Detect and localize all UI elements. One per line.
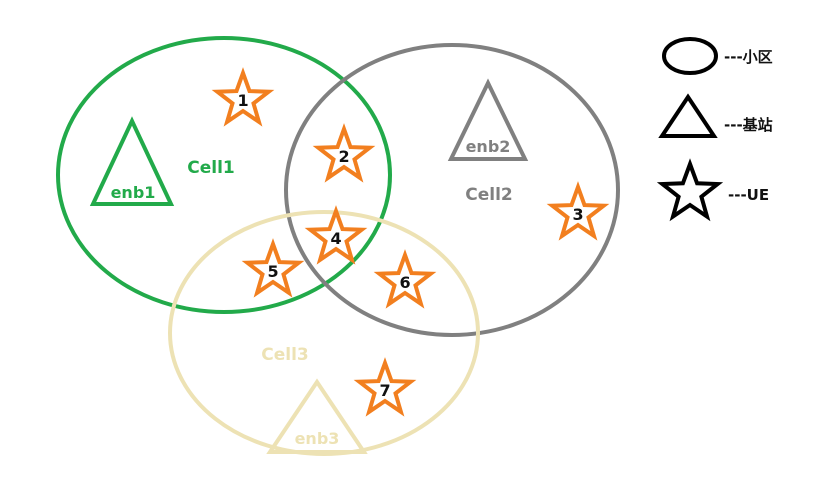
star-icon — [546, 181, 610, 241]
ue-6-star: 6 — [373, 249, 437, 309]
legend-ue-label: ---UE — [728, 186, 769, 204]
cell2-coverage-ellipse — [284, 43, 620, 337]
ue-4-label: 4 — [330, 229, 341, 248]
ue-3-star: 3 — [546, 181, 610, 241]
cell3-label: Cell3 — [261, 345, 309, 365]
ue-5-star: 5 — [241, 238, 305, 298]
cell2-label: Cell2 — [465, 185, 513, 205]
ue-1-label: 1 — [237, 91, 248, 110]
star-icon — [241, 238, 305, 298]
legend: ---小区 ---基站 ---UE — [656, 37, 773, 222]
cell1-label: Cell1 — [187, 158, 235, 178]
enb1-label: enb1 — [111, 183, 156, 202]
ue-6-label: 6 — [399, 273, 410, 292]
legend-enb-label: ---基站 — [724, 116, 773, 134]
star-icon — [656, 158, 724, 222]
enb3-label: enb3 — [295, 429, 340, 448]
enb2-label: enb2 — [466, 137, 511, 156]
enb2-triangle-icon — [447, 78, 529, 161]
legend-star — [656, 158, 724, 222]
ue-1-star: 1 — [211, 67, 275, 127]
star-icon — [353, 357, 417, 417]
star-icon — [304, 205, 368, 265]
ue-3-label: 3 — [572, 205, 583, 224]
ue-7-star: 7 — [353, 357, 417, 417]
cell1-coverage-ellipse — [56, 36, 392, 314]
ue-2-label: 2 — [338, 147, 349, 166]
star-icon — [312, 123, 376, 183]
enb1-triangle-icon — [89, 116, 175, 206]
star-icon — [373, 249, 437, 309]
triangle-icon — [658, 93, 718, 138]
ue-2-star: 2 — [312, 123, 376, 183]
ue-7-label: 7 — [379, 381, 390, 400]
ellipse-icon — [662, 37, 718, 75]
legend-cell-label: ---小区 — [724, 48, 773, 66]
ue-4-star: 4 — [304, 205, 368, 265]
ue-5-label: 5 — [267, 262, 278, 281]
star-icon — [211, 67, 275, 127]
enb3-triangle-icon — [266, 378, 368, 454]
